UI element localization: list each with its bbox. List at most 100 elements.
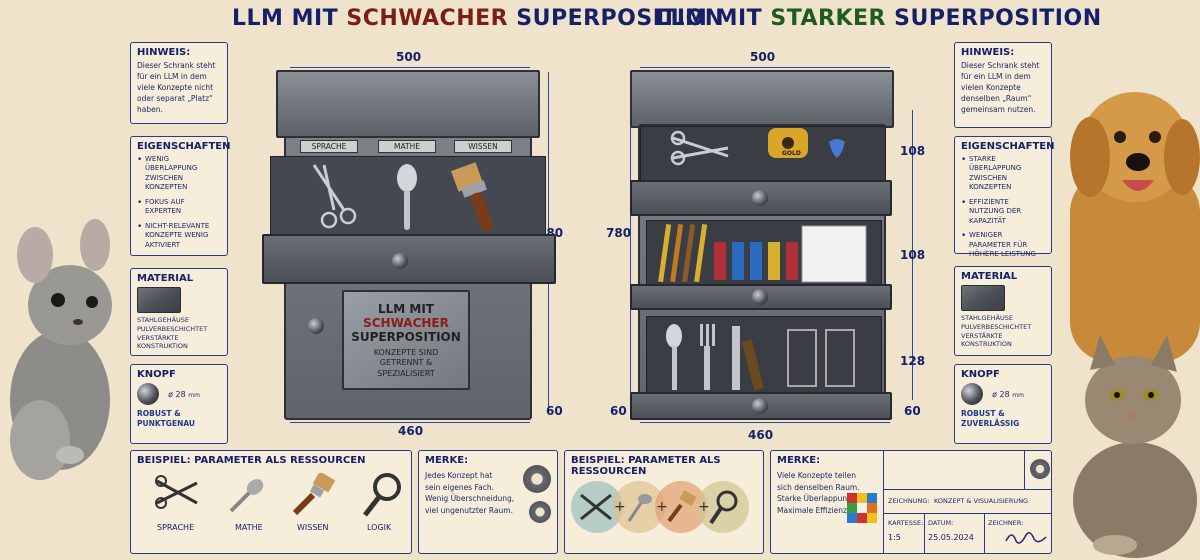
gear-icon [523, 465, 551, 493]
brush-icon [451, 162, 494, 232]
frontplate-line3: SUPERPOSITION [351, 330, 461, 344]
right-drawer3-knob[interactable] [752, 398, 768, 414]
right-dim-base-left: 60 [610, 404, 627, 418]
beispiel-label-sprache: SPRACHE [157, 523, 195, 532]
tb-rule [884, 513, 1052, 514]
right-knopf-line: Zuverlässig [961, 418, 1020, 428]
right-eigenschaften-item: Effiziente Nutzung der Kapazität [961, 197, 1045, 226]
right-knopf-diameter-value: ø 28 [992, 389, 1010, 399]
right-hinweis-text: Dieser Schrank steht für ein LLM in dem … [961, 61, 1040, 114]
tb-kartesse-label: KARTESSE: [888, 519, 924, 527]
svg-text:+: + [698, 499, 710, 515]
right-dim-drawer3: 128 [900, 354, 926, 368]
svg-text:+: + [614, 499, 626, 515]
chinchilla [10, 219, 112, 480]
right-eigenschaften-heading: EIGENSCHAFTEN [961, 141, 1055, 152]
right-merke-heading: MERKE: [777, 455, 821, 466]
left-dim-base: 60 [546, 404, 563, 418]
spoon-icon [397, 164, 417, 230]
right-dim-bottom-line [640, 422, 890, 423]
left-material-line: pulverbeschichtet [137, 324, 208, 333]
right-merke-line: Maximale Effizienz. [777, 505, 850, 515]
right-dim-top-line [640, 67, 890, 68]
frontplate-line2: SCHWACHER [363, 316, 449, 330]
left-merke-line: Jedes Konzept hat [425, 471, 493, 480]
left-drawer-knob[interactable] [392, 253, 408, 269]
right-knopf-diameter: ø 28 mm [992, 390, 1024, 399]
cat [1073, 335, 1197, 558]
left-eigenschaften-heading: EIGENSCHAFTEN [137, 141, 231, 152]
right-title: LLM MIT STARKER SUPERPOSITION [656, 6, 1102, 31]
right-dim-drawer2: 108 [900, 248, 926, 262]
knob-icon [137, 383, 159, 405]
tb-datum-value: 25.05.2024 [928, 533, 974, 542]
right-material-heading: MATERIAL [961, 271, 1018, 282]
left-material-heading: MATERIAL [137, 273, 194, 284]
left-dim-width-top: 500 [396, 50, 422, 64]
right-eigenschaften-panel: EIGENSCHAFTEN Starke Überlappung zwische… [954, 136, 1055, 258]
tape-measure-text: GOLD [782, 150, 801, 157]
right-title-accent: STARKER [770, 6, 886, 31]
beispiel-label-mathe: MATHE [235, 523, 263, 532]
left-door-knob[interactable] [308, 318, 324, 334]
overlap-circles-diagram: + + + [571, 481, 749, 533]
frontplate-line6: SPEZIALISIERT [377, 368, 435, 378]
svg-text:+: + [656, 499, 668, 515]
dog [1070, 92, 1200, 362]
right-material-line: Stahlgehäuse [961, 314, 1014, 322]
tb-zeichnung-value: KONZEPT & VISUALISIERUNG [934, 497, 1029, 505]
left-dim-bottom-line [290, 422, 530, 423]
beispiel-label-wissen: WISSEN [297, 523, 329, 532]
left-title-suffix: SUPERPOSITION [508, 6, 724, 31]
right-merke-line: Viele Konzepte teilen [777, 471, 856, 480]
right-eigenschaften-item: Weniger Parameter für höhere Leistung [961, 230, 1045, 259]
right-knopf-heading: KNOPF [961, 369, 1000, 380]
left-hinweis-text: Dieser Schrank steht für ein LLM in dem … [137, 61, 216, 114]
left-eigenschaften-panel: EIGENSCHAFTEN Wenig Überlappung zwischen… [130, 136, 231, 256]
guitar-pick-icon [829, 139, 845, 158]
pencils-and-batteries-icon [658, 224, 867, 283]
right-merke-line: Starke Überlappung. [777, 494, 855, 504]
left-merke-heading: MERKE: [425, 455, 469, 466]
right-knopf-line: Robust & [961, 409, 1005, 418]
frontplate-line4: KONZEPTE SIND [373, 348, 439, 357]
right-merke-line: sich denselben Raum. [777, 482, 860, 492]
right-drawer1-knob[interactable] [752, 190, 768, 206]
right-dim-drawers-line [912, 110, 913, 400]
scissors-icon [155, 475, 198, 509]
left-knopf-panel: KNOPF ø 28 mm Robust & Punktgenau [130, 364, 228, 444]
tb-datum-label: DATUM: [928, 519, 954, 527]
right-beispiel-panel: BEISPIEL: PARAMETER ALS RESSOURCEN + + + [564, 450, 764, 554]
left-eigenschaften-item: Fokus auf Experten [137, 197, 221, 217]
right-title-suffix: SUPERPOSITION [885, 6, 1102, 31]
tape-measure-icon [768, 128, 808, 158]
right-drawer2-knob[interactable] [752, 289, 768, 305]
left-eigenschaften-item: Nicht-relevante Konzepte wenig aktiviert [137, 221, 221, 250]
cutlery-and-filters-icon [666, 324, 855, 391]
tb-rule [924, 513, 925, 553]
gear-icon [1030, 459, 1050, 479]
brush-icon [292, 473, 336, 516]
right-title-prefix: LLM MIT [656, 6, 771, 31]
left-cabinet-frontplate: LLM MIT SCHWACHER SUPERPOSITION KONZEPTE… [342, 290, 470, 390]
frontplate-line5: GETRENNT & [379, 358, 433, 368]
left-title-accent: SCHWACHER [346, 6, 509, 31]
left-beispiel-heading: BEISPIEL: PARAMETER ALS RESSOURCEN [137, 455, 366, 466]
left-material-panel: MATERIAL Stahlgehäuse pulverbeschichtet … [130, 268, 228, 356]
left-material-line: verstärkte Konstruktion [137, 333, 188, 351]
signature [1005, 532, 1047, 544]
left-dim-width-bottom: 460 [398, 424, 424, 438]
right-dim-width-bottom: 460 [748, 428, 774, 442]
left-open-drawer-front[interactable] [262, 234, 556, 284]
left-dim-top-line [290, 67, 530, 68]
steel-plate-swatch [137, 287, 181, 313]
right-drawer3-front[interactable] [630, 392, 892, 420]
tb-rule [984, 513, 985, 553]
right-cabinet-top [630, 70, 894, 128]
drawer-label-wissen: WISSEN [454, 140, 512, 153]
left-title-prefix: LLM MIT [232, 6, 347, 31]
right-material-line: pulverbeschichtet [961, 322, 1032, 331]
title-block: ZEICHNUNG: KONZEPT & VISUALISIERUNG KART… [883, 451, 1052, 553]
